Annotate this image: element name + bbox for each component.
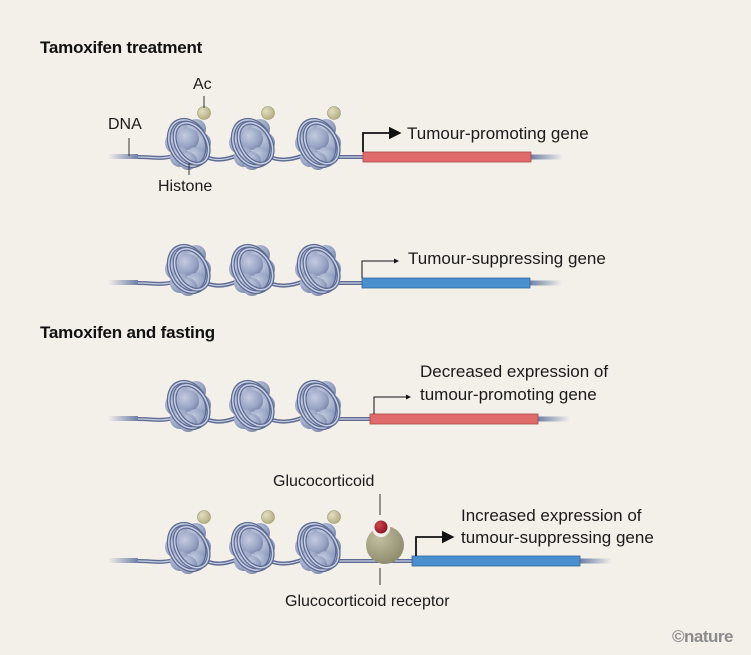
dna-strand-fade-left (108, 154, 138, 159)
gene-label-row-4-line1: Increased expression of (461, 506, 642, 525)
acetyl-group-icon (327, 106, 341, 120)
glucocorticoid-receptor-icon (366, 526, 404, 564)
acetyl-group-icon (327, 510, 341, 524)
histone-nucleosome-icon (289, 515, 348, 579)
tumour-suppressing-gene-bar (361, 277, 531, 289)
transcription-arrow-strong-icon (362, 126, 402, 152)
dna-row-4 (108, 510, 612, 579)
transcription-arrow-weak-icon (361, 258, 399, 278)
dna-strand-fade-right (538, 416, 570, 422)
dna-strand-highlight (137, 558, 412, 565)
histone-nucleosome-icon (223, 111, 282, 175)
histone-nucleosome-icon (289, 237, 348, 301)
tumour-promoting-gene-bar (362, 151, 532, 163)
dna-row-1 (108, 106, 563, 175)
histone-nucleosome-icon (289, 111, 348, 175)
glucocorticoid-receptor-label: Glucocorticoid receptor (285, 593, 450, 610)
section-heading-tamoxifen-fasting: Tamoxifen and fasting (40, 323, 215, 342)
dna-strand-fade-right (580, 558, 612, 564)
transcription-arrow-weak-icon (373, 394, 411, 414)
dna-strand-highlight (137, 416, 370, 423)
dna-strand-fade-right (531, 154, 563, 160)
histone-nucleosome-icon (223, 237, 282, 301)
dna-strand-fade-right (530, 280, 562, 286)
ac-label: Ac (193, 76, 212, 93)
histone-label: Histone (158, 178, 213, 195)
gene-label-row-4-line2: tumour-suppressing gene (461, 528, 654, 547)
acetyl-group-icon (197, 510, 211, 524)
tumour-promoting-gene-bar (369, 413, 539, 425)
dna-label: DNA (108, 116, 142, 133)
histone-nucleosome-icon (159, 515, 218, 579)
histone-nucleosome-icon (159, 373, 218, 437)
gene-label-row-3-line1: Decreased expression of (420, 362, 609, 381)
gene-label-row-2: Tumour-suppressing gene (408, 249, 606, 268)
transcription-arrow-strong-icon (415, 530, 455, 556)
acetyl-group-icon (261, 510, 275, 524)
acetyl-group-icon (261, 106, 275, 120)
gene-label-row-3-line2: tumour-promoting gene (420, 385, 597, 404)
histone-nucleosome-icon (223, 373, 282, 437)
histone-nucleosome-icon (159, 237, 218, 301)
glucocorticoid-molecule-icon (374, 520, 388, 534)
histone-nucleosome-icon (223, 515, 282, 579)
dna-row-3 (108, 373, 570, 437)
section-heading-tamoxifen-treatment: Tamoxifen treatment (40, 38, 203, 57)
gene-label-row-1: Tumour-promoting gene (407, 124, 589, 143)
dna-strand-fade-left (108, 280, 138, 285)
glucocorticoid-label: Glucocorticoid (273, 473, 375, 490)
dna-row-2 (108, 237, 562, 301)
histone-nucleosome-icon (289, 373, 348, 437)
dna-strand-highlight (137, 154, 363, 161)
dna-strand-highlight (137, 280, 362, 287)
tumour-suppressing-gene-bar (411, 555, 581, 567)
dna-strand-fade-left (108, 416, 138, 421)
nature-credit: ©nature (672, 627, 733, 646)
acetyl-group-icon (197, 106, 211, 120)
dna-strand-fade-left (108, 558, 138, 563)
